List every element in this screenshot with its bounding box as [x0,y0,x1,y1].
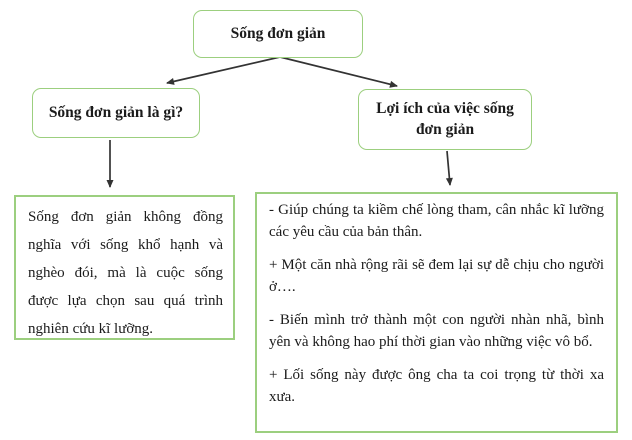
root-node-label: Sống đơn giản [230,24,326,42]
left-branch-node: Sống đơn giản là gì? [32,88,200,138]
arrow-right-to-detail [445,150,453,186]
right-branch-label: Lợi ích của việc sống đơn giản [376,99,514,138]
root-node: Sống đơn giản [193,10,363,58]
arrow-root-to-left [166,56,281,85]
benefit-item: + Lối sống này được ông cha ta coi trọng… [269,367,604,405]
arrow-root-to-right [279,56,398,88]
benefit-item: - Giúp chúng ta kiềm chế lòng tham, cân … [269,202,604,240]
benefit-item: - Biến mình trở thành một con người nhàn… [269,312,604,350]
left-detail-text: Sống đơn giản không đồng nghĩa với sống … [28,209,223,337]
right-detail-box: - Giúp chúng ta kiềm chế lòng tham, cân … [255,192,618,433]
benefit-item: + Một căn nhà rộng rãi sẽ đem lại sự dễ … [269,257,604,295]
right-branch-node: Lợi ích của việc sống đơn giản [358,89,532,150]
left-detail-box: Sống đơn giản không đồng nghĩa với sống … [14,195,235,340]
left-branch-label: Sống đơn giản là gì? [48,103,184,121]
